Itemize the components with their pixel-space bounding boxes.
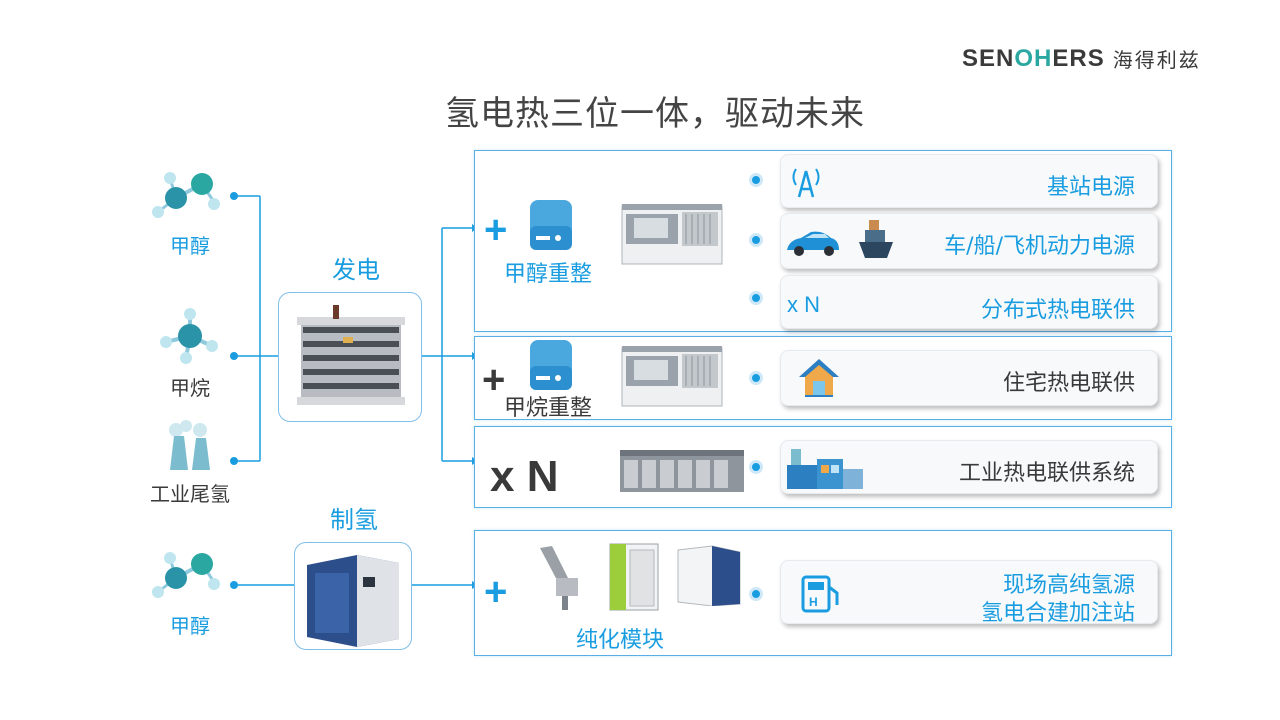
row4-dot bbox=[749, 587, 763, 601]
power-converter-cabinet-icon-row2 bbox=[621, 346, 723, 407]
page-title: 氢电热三位一体，驱动未来 bbox=[445, 94, 865, 134]
ship-icon bbox=[859, 220, 893, 258]
methanol-molecule-icon-bottom bbox=[152, 552, 220, 598]
row4-caption: 纯化模块 bbox=[576, 628, 665, 653]
methanol-molecule-icon bbox=[152, 172, 220, 218]
output-panel-industrial-chp: 工业热电联供系统 bbox=[780, 440, 1158, 494]
section-label-hydrogen: 制氢 bbox=[330, 506, 378, 534]
methanol-reformer-icon bbox=[530, 200, 572, 250]
output-panel-residential-chp: 住宅热电联供 bbox=[780, 350, 1158, 406]
row3-dot bbox=[749, 460, 763, 474]
brand-logo: SENOHERS 海得利兹 bbox=[962, 44, 1201, 73]
output-vehicle-power: 车/船/飞机动力电源 bbox=[944, 234, 1135, 259]
output-panel-vehicle-power: 车/船/飞机动力电源 bbox=[780, 213, 1158, 269]
output-residential-chp: 住宅热电联供 bbox=[1002, 371, 1135, 396]
source-methanol-bottom: 甲醇 bbox=[170, 614, 210, 638]
svg-text:H: H bbox=[809, 595, 818, 609]
source-industrial-tail-gas: 工业尾氢 bbox=[150, 482, 230, 506]
source-methanol-top: 甲醇 bbox=[170, 234, 210, 258]
row1-multiplier: x N bbox=[787, 292, 820, 317]
row2-plus-sign: + bbox=[482, 358, 506, 402]
car-icon bbox=[787, 231, 839, 256]
house-icon bbox=[799, 359, 839, 397]
row1-dot-3 bbox=[749, 291, 763, 305]
output-onsite-hydrogen-source: 现场高纯氢源 bbox=[1002, 573, 1135, 598]
antenna-icon bbox=[792, 168, 820, 198]
source-methane: 甲烷 bbox=[170, 376, 210, 400]
row1-dot-2 bbox=[749, 233, 763, 247]
output-industrial-chp: 工业热电联供系统 bbox=[958, 461, 1135, 486]
blue-cabinet-icon bbox=[677, 545, 741, 606]
row1-plus-sign: + bbox=[484, 208, 508, 252]
output-base-station: 基站电源 bbox=[1046, 175, 1135, 200]
purification-module-icon bbox=[540, 546, 578, 610]
multi-unit-cabinet-array-icon bbox=[620, 450, 744, 492]
factory-chimney-icon bbox=[169, 420, 210, 470]
section-label-power: 发电 bbox=[332, 256, 380, 284]
output-panel-hydrogen-station: H 现场高纯氢源 氢电合建加注站 bbox=[780, 560, 1158, 626]
row2-caption: 甲烷重整 bbox=[504, 396, 593, 421]
output-hydrogen-refueling-station: 氢电合建加注站 bbox=[980, 601, 1135, 626]
output-panel-distributed-chp: x N 分布式热电联供 bbox=[780, 275, 1158, 329]
row4-plus-sign: + bbox=[484, 570, 508, 614]
output-distributed-chp: 分布式热电联供 bbox=[980, 298, 1135, 323]
fuel-cell-stack-image bbox=[278, 292, 422, 422]
hydrogen-generator-image bbox=[294, 542, 412, 650]
row3-multiplier: x N bbox=[490, 452, 559, 501]
power-converter-cabinet-icon-row1 bbox=[621, 204, 723, 265]
row1-dot-1 bbox=[749, 173, 763, 187]
row2-dot bbox=[749, 371, 763, 385]
green-cabinet-icon bbox=[609, 543, 659, 611]
methane-molecule-icon bbox=[160, 308, 218, 364]
logo-chinese: 海得利兹 bbox=[1112, 48, 1201, 72]
hydrogen-fuel-pump-icon: H bbox=[801, 575, 839, 613]
logo-english: SENOHERS bbox=[962, 44, 1105, 72]
methane-reformer-icon bbox=[530, 340, 572, 390]
industrial-plant-icon bbox=[787, 449, 863, 489]
output-panel-base-station: 基站电源 bbox=[780, 154, 1158, 208]
row1-caption: 甲醇重整 bbox=[504, 262, 593, 287]
